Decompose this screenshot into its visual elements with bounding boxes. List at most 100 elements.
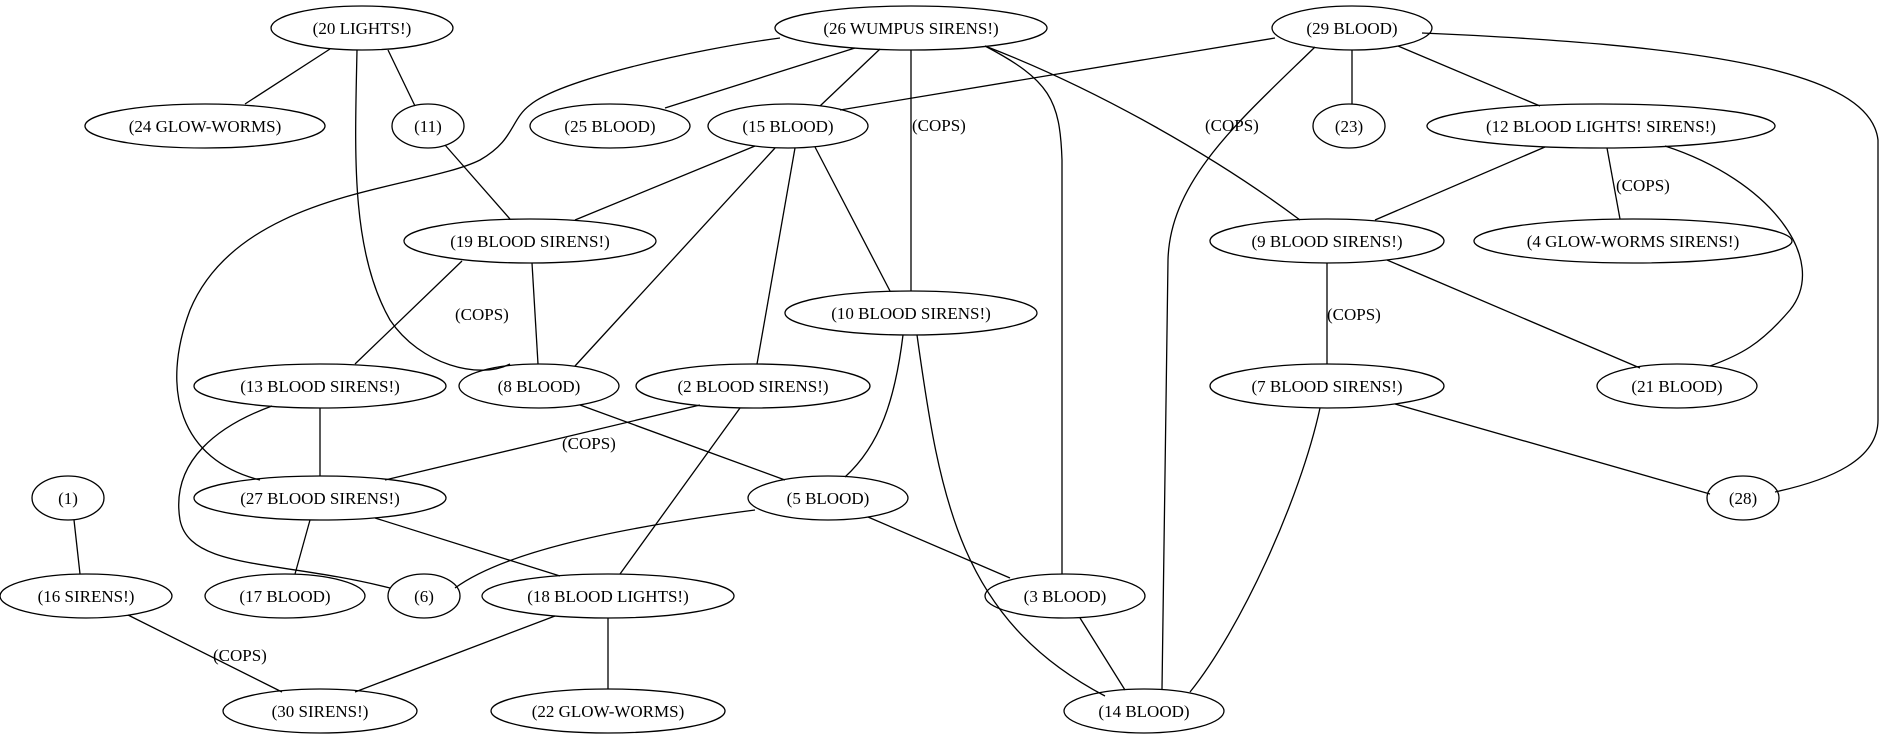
node-ellipse: [1209, 218, 1445, 264]
edge-20-8: [355, 49, 511, 371]
node-ellipse: [0, 573, 173, 619]
edge-3-14: [1079, 617, 1126, 691]
node-27: (27 BLOOD SIRENS!): [193, 475, 447, 521]
node-ellipse: [193, 363, 447, 409]
node-13: (13 BLOOD SIRENS!): [193, 363, 447, 409]
edge-5-6: [454, 509, 756, 589]
edge-label-12-4: (COPS): [1616, 176, 1670, 195]
edge-26-9: [984, 45, 1301, 221]
node-label: (25 BLOOD): [564, 117, 655, 136]
edge-12-9: [1374, 146, 1546, 221]
node-ellipse: [1312, 103, 1386, 149]
node-ellipse: [387, 573, 461, 619]
edge-20-11: [387, 49, 416, 107]
node-ellipse: [747, 475, 909, 521]
node-ellipse: [481, 573, 735, 619]
node-label: (16 SIRENS!): [38, 587, 135, 606]
node-label: (5 BLOOD): [787, 489, 870, 508]
node-label: (4 GLOW-WORMS SIRENS!): [1527, 232, 1740, 251]
node-ellipse: [458, 363, 620, 409]
node-label: (6): [414, 587, 434, 606]
node-23: (23): [1312, 103, 1386, 149]
node-7: (7 BLOOD SIRENS!): [1209, 363, 1445, 409]
node-label: (29 BLOOD): [1306, 19, 1397, 38]
edge-7-28: [1394, 403, 1711, 495]
node-label: (21 BLOOD): [1631, 377, 1722, 396]
node-label: (27 BLOOD SIRENS!): [240, 489, 400, 508]
node-4: (4 GLOW-WORMS SIRENS!): [1473, 218, 1793, 264]
node-ellipse: [391, 103, 465, 149]
edge-11-19: [444, 144, 511, 220]
node-21: (21 BLOOD): [1596, 363, 1758, 409]
node-label: (8 BLOOD): [498, 377, 581, 396]
node-ellipse: [1426, 103, 1776, 149]
node-label: (14 BLOOD): [1098, 702, 1189, 721]
node-ellipse: [403, 218, 657, 264]
node-12: (12 BLOOD LIGHTS! SIRENS!): [1426, 103, 1776, 149]
edge-label-layer: (COPS)(COPS)(COPS)(COPS)(COPS)(COPS)(COP…: [213, 116, 1670, 665]
node-ellipse: [222, 688, 418, 734]
node-ellipse: [1271, 5, 1433, 51]
node-ellipse: [529, 103, 691, 149]
node-5: (5 BLOOD): [747, 475, 909, 521]
edge-label-16-30: (COPS): [213, 646, 267, 665]
node-20: (20 LIGHTS!): [270, 5, 454, 51]
node-label: (26 WUMPUS SIRENS!): [823, 19, 998, 38]
node-26: (26 WUMPUS SIRENS!): [774, 5, 1048, 51]
node-9: (9 BLOOD SIRENS!): [1209, 218, 1445, 264]
node-label: (28): [1729, 489, 1757, 508]
node-ellipse: [1706, 475, 1780, 521]
edge-label-26-9: (COPS): [1205, 116, 1259, 135]
edge-29-28: [1421, 32, 1879, 493]
node-label: (15 BLOOD): [742, 117, 833, 136]
node-10: (10 BLOOD SIRENS!): [784, 290, 1038, 336]
edge-12-4: [1606, 147, 1621, 220]
node-3: (3 BLOOD): [984, 573, 1146, 619]
node-ellipse: [774, 5, 1048, 51]
edge-label-19-13: (COPS): [455, 305, 509, 324]
edge-15-2: [756, 147, 796, 365]
node-label: (12 BLOOD LIGHTS! SIRENS!): [1486, 117, 1716, 136]
node-ellipse: [1209, 363, 1445, 409]
node-label: (24 GLOW-WORMS): [129, 117, 282, 136]
node-30: (30 SIRENS!): [222, 688, 418, 734]
node-17: (17 BLOOD): [204, 573, 366, 619]
edge-10-5: [844, 334, 904, 478]
edge-label-2-27: (COPS): [562, 434, 616, 453]
node-label: (19 BLOOD SIRENS!): [450, 232, 610, 251]
node-29: (29 BLOOD): [1271, 5, 1433, 51]
edge-29-12: [1397, 45, 1541, 107]
node-6: (6): [387, 573, 461, 619]
node-label: (11): [414, 117, 442, 136]
edge-27-18: [374, 517, 561, 577]
edge-8-5: [579, 404, 786, 481]
edge-7-14: [1189, 407, 1321, 693]
node-label: (1): [58, 489, 78, 508]
node-ellipse: [490, 688, 726, 734]
node-ellipse: [204, 573, 366, 619]
edge-29-15: [839, 37, 1276, 111]
edge-29-14: [1161, 46, 1316, 690]
edge-9-21: [1386, 259, 1641, 369]
node-ellipse: [1473, 218, 1793, 264]
edge-15-10: [814, 146, 891, 292]
node-ellipse: [31, 475, 105, 521]
node-11: (11): [391, 103, 465, 149]
edge-26-27: [176, 37, 781, 481]
node-label: (23): [1335, 117, 1363, 136]
node-ellipse: [270, 5, 454, 51]
edge-26-25: [664, 47, 856, 109]
node-ellipse: [1596, 363, 1758, 409]
edge-19-13: [354, 260, 463, 365]
node-ellipse: [707, 103, 869, 149]
node-16: (16 SIRENS!): [0, 573, 173, 619]
node-ellipse: [1063, 688, 1225, 734]
node-layer: (20 LIGHTS!) (26 WUMPUS SIRENS!) (29 BLOOD…: [0, 5, 1793, 734]
edge-26-15: [819, 48, 881, 107]
node-label: (2 BLOOD SIRENS!): [677, 377, 828, 396]
node-label: (22 GLOW-WORMS): [532, 702, 685, 721]
node-ellipse: [784, 290, 1038, 336]
edge-2-27: [384, 404, 701, 481]
node-15: (15 BLOOD): [707, 103, 869, 149]
